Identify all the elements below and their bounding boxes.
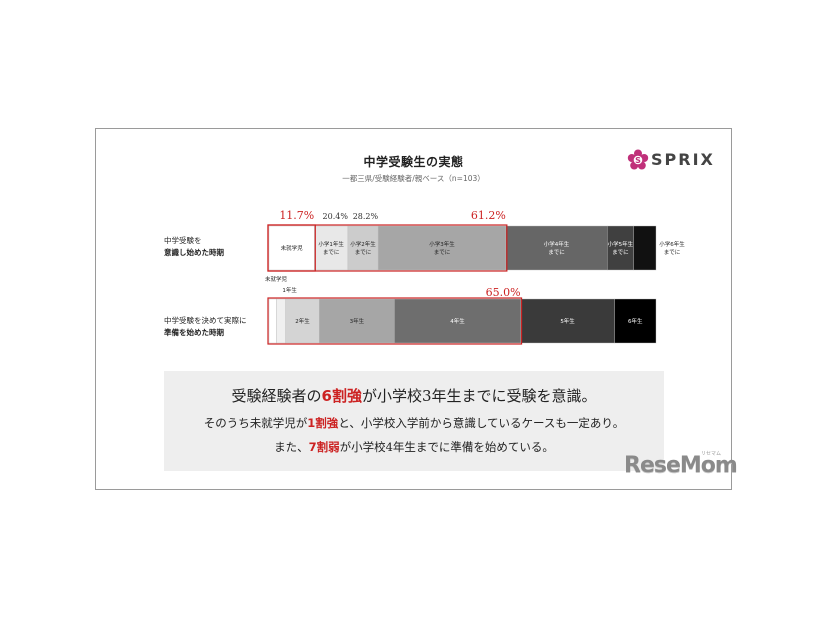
bar-segment-0-0 — [268, 225, 315, 271]
bar-segment-1-4 — [394, 298, 521, 344]
annotation-0-2: 28.2% — [353, 212, 379, 221]
bar-segment-0-4 — [505, 225, 608, 271]
bar-segment-0-1 — [314, 225, 349, 271]
slide-frame: 中学受験生の実態 一都三県/受験経験者/親ベース（n=103） S SPRIX … — [95, 128, 732, 490]
summary-line-3-post: が小学校4年生までに準備を始めている。 — [339, 440, 554, 454]
row-label-preparation: 中学受験を決めて実際に 準備を始めた時期 — [164, 315, 247, 339]
annotation-0-0: 11.7% — [279, 209, 314, 222]
segment-label-1-0: 未就学児 — [265, 275, 288, 283]
sprix-logo-text: SPRIX — [651, 150, 715, 169]
summary-line-2: そのうち未就学児が1割強と、小学校入学前から意識しているケースも一定あり。 — [164, 415, 664, 431]
summary-line-3: また、7割弱が小学校4年生までに準備を始めている。 — [164, 439, 664, 455]
segment-label-0-4-1: までに — [548, 249, 565, 256]
bar-segment-1-2 — [285, 298, 320, 344]
summary-line-1: 受験経験者の6割強が小学校3年生までに受験を意識。 — [164, 385, 664, 406]
segment-label-0-3-0: 小学3年生 — [429, 240, 455, 248]
summary-line-1-highlight: 6割強 — [321, 387, 362, 405]
segment-label-0-2-1: までに — [355, 249, 372, 256]
resemom-watermark-sub: リセマム — [701, 451, 722, 457]
bar-segment-0-2 — [347, 225, 379, 271]
row-label-awareness: 中学受験を 意識し始めた時期 — [164, 235, 224, 259]
bar-segment-0-3 — [377, 225, 507, 271]
bar-segment-1-5 — [520, 298, 615, 344]
bar-segment-0-6 — [633, 225, 657, 271]
summary-box: 受験経験者の6割強が小学校3年生までに受験を意識。 そのうち未就学児が1割強と、… — [164, 371, 664, 471]
bar-segment-1-6 — [614, 298, 657, 344]
row-label-awareness-line2: 意識し始めた時期 — [164, 248, 224, 257]
segment-label-0-1-0: 小学1年生 — [318, 240, 344, 248]
summary-line-1-pre: 受験経験者の — [231, 387, 322, 405]
bar-segment-1-0 — [268, 298, 277, 344]
segment-label-1-5: 5年生 — [560, 317, 575, 325]
sprix-flower-icon: S — [627, 149, 649, 170]
summary-line-2-highlight: 1割強 — [307, 416, 339, 430]
highlight-box-0-1 — [267, 224, 508, 272]
annotation-1-0: 65.0% — [486, 286, 521, 299]
row-label-preparation-line1: 中学受験を決めて実際に — [164, 316, 247, 325]
sprix-logo: S SPRIX — [627, 149, 727, 173]
bar-segment-1-1 — [276, 298, 286, 344]
segment-label-0-6-1: までに — [664, 249, 681, 256]
row-label-preparation-line2: 準備を始めた時期 — [164, 328, 224, 337]
segment-label-1-4: 4年生 — [450, 317, 465, 325]
stacked-bar-chart: 未就学児小学1年生までに小学2年生までに小学3年生までに小学4年生までに小学5年… — [265, 209, 685, 345]
segment-label-0-3-1: までに — [434, 249, 451, 256]
segment-label-0-2-0: 小学2年生 — [350, 240, 376, 248]
highlight-box-1-0 — [267, 297, 523, 345]
annotation-0-3: 61.2% — [471, 209, 506, 222]
segment-label-0-5-0: 小学5年生 — [608, 240, 634, 248]
segment-label-1-6: 6年生 — [628, 317, 643, 325]
segment-label-1-2: 2年生 — [295, 317, 310, 325]
annotation-0-1: 20.4% — [323, 212, 349, 221]
bar-segment-1-3 — [319, 298, 395, 344]
segment-label-1-3: 3年生 — [350, 317, 365, 325]
summary-line-3-highlight: 7割弱 — [308, 440, 340, 454]
segment-label-0-4-0: 小学4年生 — [544, 240, 570, 248]
row-label-awareness-line1: 中学受験を — [164, 236, 202, 245]
segment-label-0-6-0: 小学6年生 — [659, 240, 685, 248]
segment-label-1-1: 1年生 — [282, 286, 297, 294]
segment-label-0-1-1: までに — [323, 249, 340, 256]
segment-label-0-5-1: までに — [612, 249, 629, 256]
segment-label-0-0: 未就学児 — [281, 244, 304, 252]
resemom-watermark: ReseMom — [624, 453, 738, 478]
summary-line-2-post: と、小学校入学前から意識しているケースも一定あり。 — [338, 416, 625, 430]
bar-segment-0-5 — [607, 225, 634, 271]
summary-line-2-pre: そのうち未就学児が — [203, 416, 308, 430]
chart-subtitle: 一都三県/受験経験者/親ベース（n=103） — [342, 174, 485, 183]
summary-line-1-post: が小学校3年生までに受験を意識。 — [361, 387, 597, 405]
chart-title: 中学受験生の実態 — [363, 155, 464, 169]
svg-text:S: S — [635, 156, 641, 165]
summary-line-3-pre: また、 — [274, 440, 309, 454]
